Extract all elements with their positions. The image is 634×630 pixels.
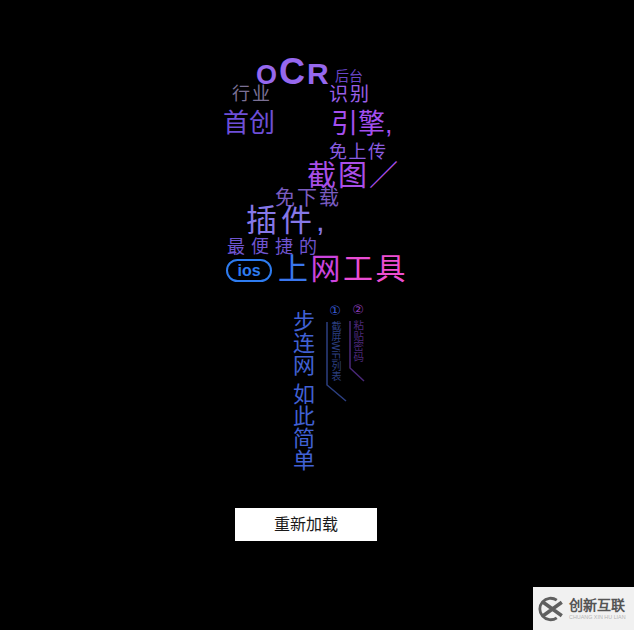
step-1-number: ① <box>325 303 345 318</box>
watermark-badge: 创新互联 CHUANG XIN HU LIAN <box>533 587 634 630</box>
word-backend: 后台 <box>335 69 363 83</box>
step-2-number: ② <box>348 302 368 317</box>
word-engine: 引擎, <box>331 111 393 138</box>
watermark-name: 创新互联 <box>569 597 626 613</box>
word-no-upload: 免上传 <box>329 143 388 161</box>
vertical-slogan-line1: 步连网 <box>290 310 312 376</box>
ios-badge-label: ios <box>237 263 260 279</box>
chuangxin-logo-icon <box>538 595 566 623</box>
step-2-note: ② 粘贴密码 <box>348 302 368 365</box>
step-1-note: ① 截屏WiFi列表 <box>325 303 345 384</box>
step-1-flag-line <box>326 319 350 407</box>
watermark-subtitle: CHUANG XIN HU LIAN <box>569 614 626 621</box>
word-internet-tool: 上网工具 <box>278 254 408 284</box>
word-plugin: 插件, <box>246 205 329 236</box>
ios-badge: ios <box>226 259 272 282</box>
word-pioneering: 首创 <box>223 110 275 136</box>
word-industry: 行业 <box>232 85 272 103</box>
word-recognition: 识别 <box>329 85 371 104</box>
step-2-flag-line <box>349 318 369 388</box>
vertical-slogan-line2: 如此简单 <box>290 383 312 471</box>
reload-button[interactable]: 重新加载 <box>235 508 377 541</box>
